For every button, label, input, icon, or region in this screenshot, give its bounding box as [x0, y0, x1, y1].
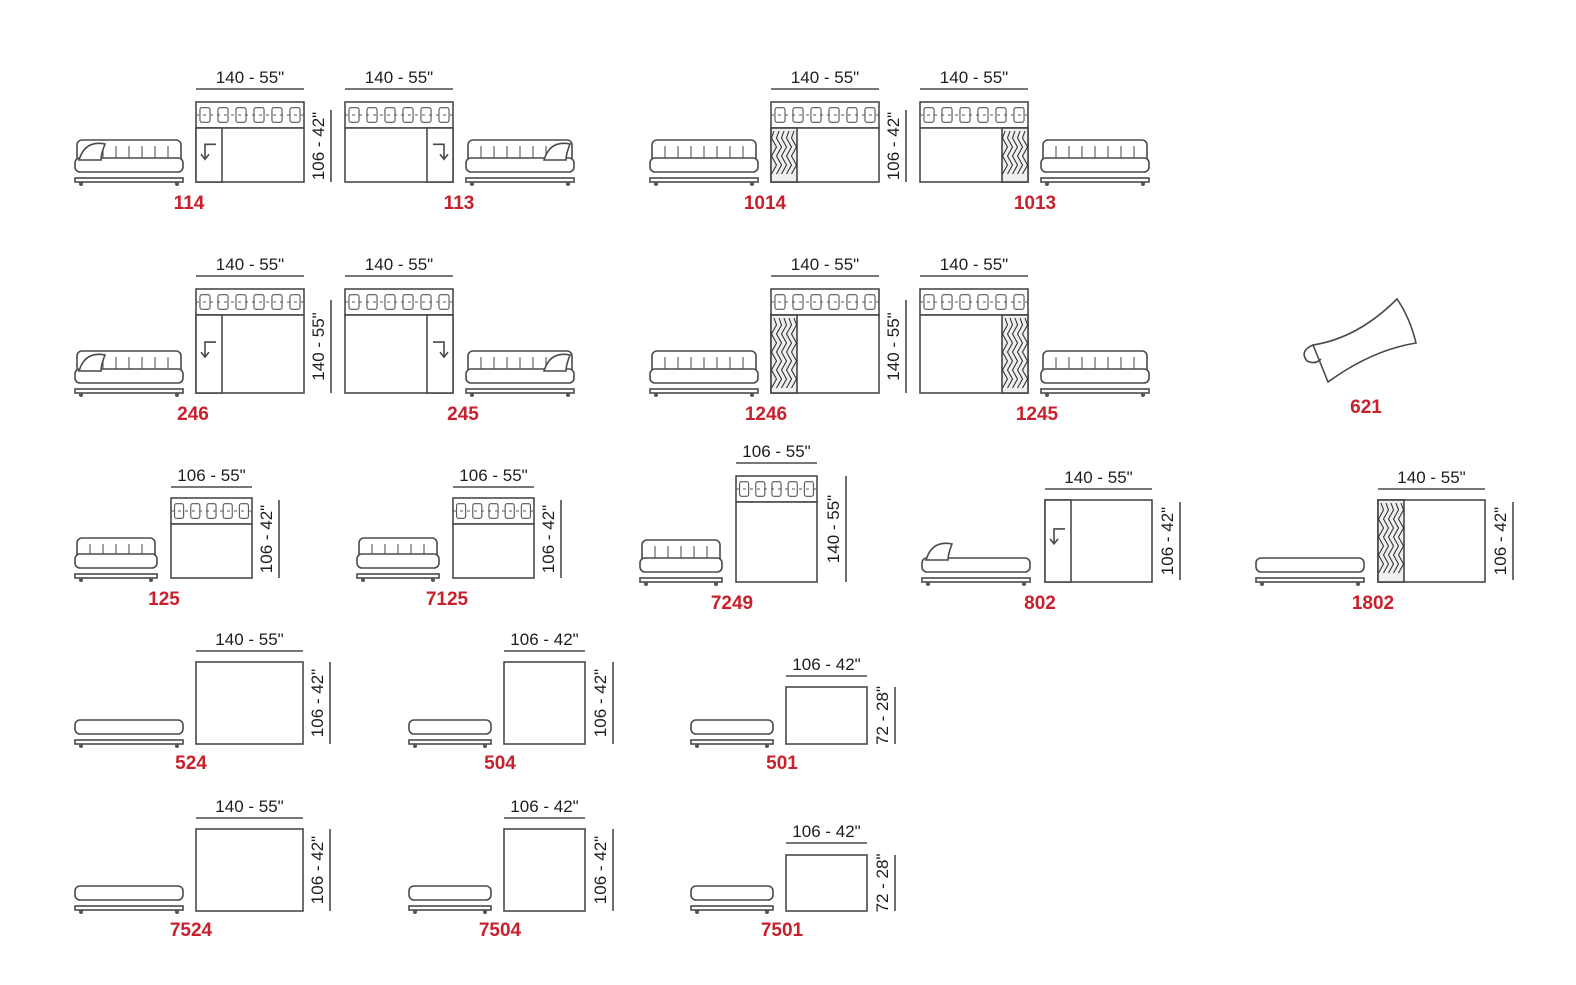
depth-label: 106 - 42" [308, 836, 327, 904]
depth-label: 140 - 55" [824, 495, 843, 563]
module-524: 140 - 55" 106 - 42" 524 [74, 630, 331, 774]
module-code: 1014 [744, 193, 787, 214]
module-7504: 106 - 42" 106 - 42" 7504 [408, 797, 614, 941]
module-code: 114 [174, 193, 205, 214]
width-label: 140 - 55" [940, 68, 1008, 87]
depth-label: 106 - 42" [539, 505, 558, 573]
module-code: 524 [175, 753, 207, 774]
module-code: 7524 [170, 920, 213, 941]
width-label: 106 - 55" [177, 466, 245, 485]
module-1013: 140 - 55" 1013 [919, 68, 1150, 214]
module-code: 1802 [1352, 593, 1394, 614]
module-1802: 140 - 55" 106 - 42" 1802 [1255, 468, 1514, 614]
module-7249: 106 - 55" 140 - 55" 7249 [639, 442, 847, 614]
width-label: 140 - 55" [1397, 468, 1465, 487]
width-label: 106 - 42" [510, 797, 578, 816]
module-621: 621 [1303, 297, 1417, 418]
depth-label: 106 - 42" [1491, 507, 1510, 575]
width-label: 106 - 42" [792, 822, 860, 841]
width-label: 106 - 42" [792, 655, 860, 674]
module-code: 7501 [761, 920, 804, 941]
depth-label: 106 - 42" [884, 112, 903, 180]
depth-label: 140 - 55" [884, 312, 903, 380]
module-7524: 140 - 55" 106 - 42" 7524 [74, 797, 331, 941]
module-code: 504 [484, 753, 516, 774]
module-code: 113 [444, 193, 475, 214]
width-label: 106 - 42" [510, 630, 578, 649]
module-code: 7249 [711, 593, 753, 614]
width-label: 106 - 55" [742, 442, 810, 461]
module-504: 106 - 42" 106 - 42" 504 [408, 630, 614, 774]
module-code: 245 [447, 404, 479, 425]
module-code: 7125 [426, 589, 469, 610]
module-113: 140 - 55" 113 [344, 68, 575, 214]
module-code: 1013 [1014, 193, 1056, 214]
module-code: 621 [1350, 397, 1382, 418]
depth-label: 106 - 42" [257, 505, 276, 573]
width-label: 140 - 55" [940, 255, 1008, 274]
width-label: 140 - 55" [215, 630, 283, 649]
width-label: 140 - 55" [791, 255, 859, 274]
module-246: 140 - 55" 140 - 55" 246 [74, 255, 332, 425]
module-1014: 140 - 55" 106 - 42" 1014 [649, 68, 907, 214]
module-code: 246 [177, 404, 209, 425]
module-501: 106 - 42" 72 - 28" 501 [690, 655, 896, 774]
depth-label: 72 - 28" [873, 686, 892, 745]
depth-label: 106 - 42" [591, 669, 610, 737]
module-245: 140 - 55" 245 [344, 255, 575, 425]
depth-label: 106 - 42" [309, 112, 328, 180]
module-code: 802 [1024, 593, 1056, 614]
module-code: 1246 [745, 404, 787, 425]
module-125: 106 - 55" 106 - 42" 125 [74, 466, 280, 610]
depth-label: 72 - 28" [873, 854, 892, 913]
width-label: 140 - 55" [216, 68, 284, 87]
width-label: 140 - 55" [791, 68, 859, 87]
width-label: 140 - 55" [215, 797, 283, 816]
module-code: 7504 [479, 920, 522, 941]
module-114: 140 - 55" 106 - 42" 114 [74, 68, 332, 214]
depth-label: 140 - 55" [309, 312, 328, 380]
width-label: 140 - 55" [365, 68, 433, 87]
module-code: 1245 [1016, 404, 1059, 425]
width-label: 140 - 55" [216, 255, 284, 274]
module-1245: 140 - 55" 1245 [919, 255, 1150, 425]
depth-label: 106 - 42" [1158, 507, 1177, 575]
module-code: 501 [766, 753, 798, 774]
module-7125: 106 - 55" 106 - 42" 7125 [356, 466, 562, 610]
module-802: 140 - 55" 106 - 42" 802 [921, 468, 1181, 614]
width-label: 106 - 55" [459, 466, 527, 485]
depth-label: 106 - 42" [591, 836, 610, 904]
module-7501: 106 - 42" 72 - 28" 7501 [690, 822, 896, 941]
module-code: 125 [148, 589, 180, 610]
depth-label: 106 - 42" [308, 669, 327, 737]
width-label: 140 - 55" [365, 255, 433, 274]
module-1246: 140 - 55" 140 - 55" 1246 [649, 255, 907, 425]
width-label: 140 - 55" [1064, 468, 1132, 487]
